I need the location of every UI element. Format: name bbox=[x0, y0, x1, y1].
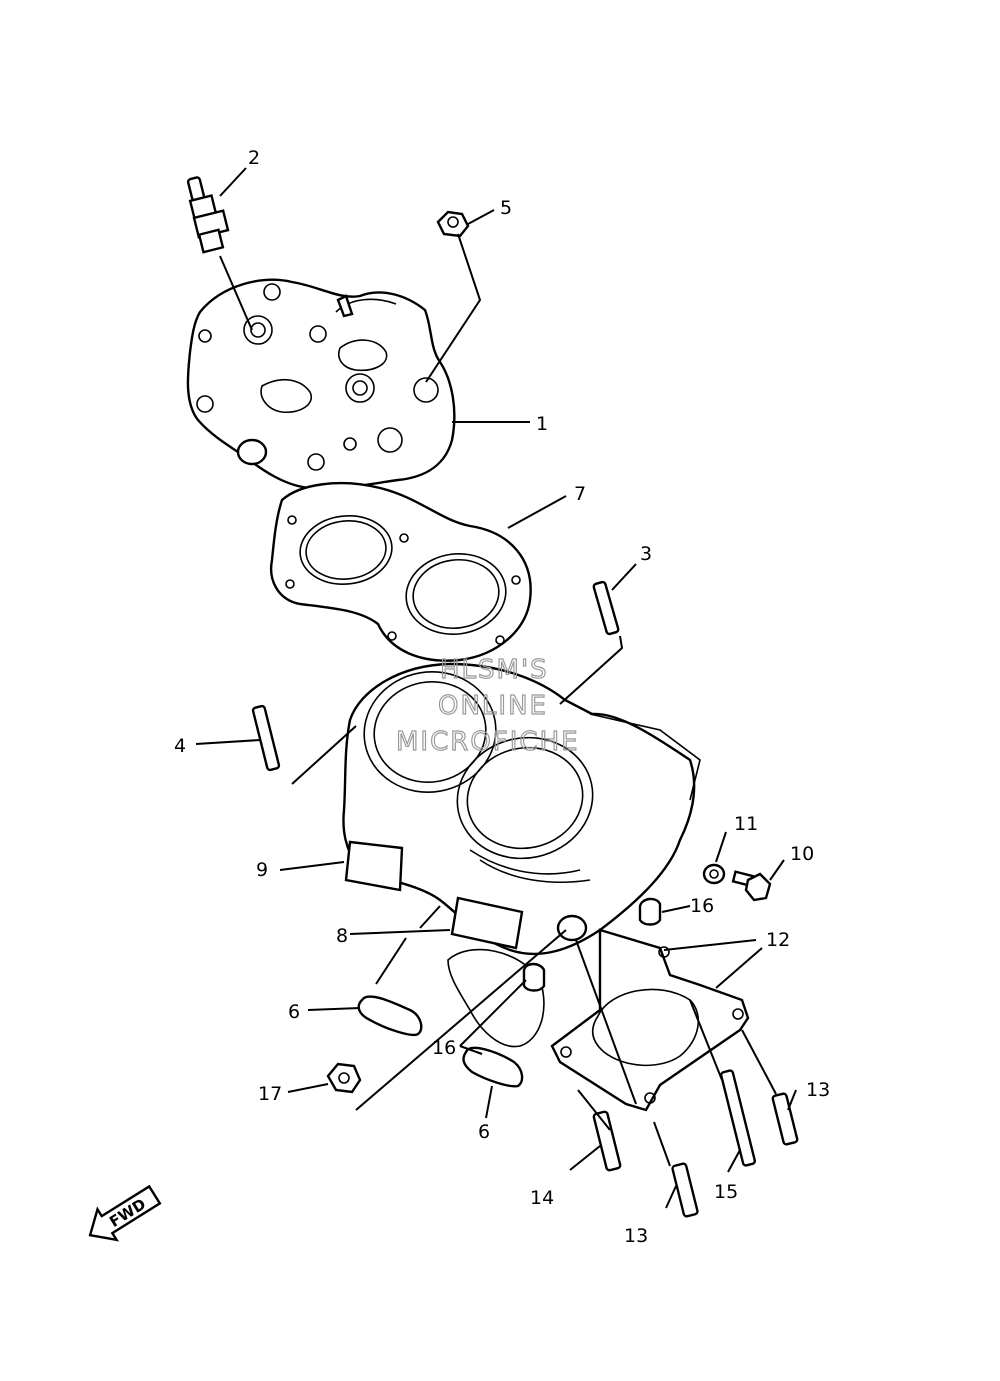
leader-lines bbox=[195, 167, 797, 1209]
nut-17 bbox=[326, 1062, 362, 1094]
plate-6a bbox=[357, 995, 423, 1037]
stud-15 bbox=[720, 1069, 756, 1167]
callout-17: 17 bbox=[258, 1083, 282, 1105]
watermark-line-3: MICROFICHE bbox=[396, 727, 580, 757]
fwd-arrow-icon: FWD bbox=[88, 1184, 162, 1242]
callout-4: 4 bbox=[174, 735, 186, 757]
callout-13a: 13 bbox=[806, 1079, 830, 1101]
head-gasket bbox=[269, 481, 532, 662]
base-gasket bbox=[550, 928, 750, 1112]
callout-1: 1 bbox=[536, 413, 548, 435]
stud-4 bbox=[251, 704, 281, 772]
callout-16a: 16 bbox=[690, 895, 714, 917]
callout-3: 3 bbox=[640, 543, 652, 565]
callout-6a: 6 bbox=[288, 1001, 300, 1023]
callout-5: 5 bbox=[500, 197, 512, 219]
callout-13b: 13 bbox=[624, 1225, 648, 1247]
bolt-and-washer bbox=[702, 863, 772, 902]
stud-14 bbox=[592, 1110, 622, 1172]
plate-6b bbox=[462, 1046, 524, 1088]
spark-plug bbox=[186, 176, 230, 254]
callout-11: 11 bbox=[734, 813, 758, 835]
callout-16b: 16 bbox=[432, 1037, 456, 1059]
callout-15: 15 bbox=[714, 1181, 738, 1203]
callout-10: 10 bbox=[790, 843, 814, 865]
callout-14: 14 bbox=[530, 1187, 554, 1209]
callout-7: 7 bbox=[574, 483, 586, 505]
cylinder-head bbox=[186, 278, 456, 490]
watermark-line-1: HLSM'S bbox=[440, 655, 549, 685]
callout-8: 8 bbox=[336, 925, 348, 947]
watermark-line-2: ONLINE bbox=[438, 691, 548, 721]
callout-6b: 6 bbox=[478, 1121, 490, 1143]
dowel-pins bbox=[522, 897, 662, 992]
stud-3 bbox=[592, 580, 620, 636]
callout-2: 2 bbox=[248, 147, 260, 169]
callout-12: 12 bbox=[766, 929, 790, 951]
nut-5 bbox=[436, 210, 470, 238]
stud-13a bbox=[771, 1092, 799, 1146]
callout-9: 9 bbox=[256, 859, 268, 881]
callout-labels: 1 2 3 4 5 6 6 7 8 9 10 11 12 13 13 14 15… bbox=[174, 147, 830, 1247]
watermark: HLSM'S ONLINE MICROFICHE bbox=[395, 654, 580, 757]
intake-rubber bbox=[344, 840, 524, 950]
stud-13b bbox=[671, 1162, 699, 1218]
